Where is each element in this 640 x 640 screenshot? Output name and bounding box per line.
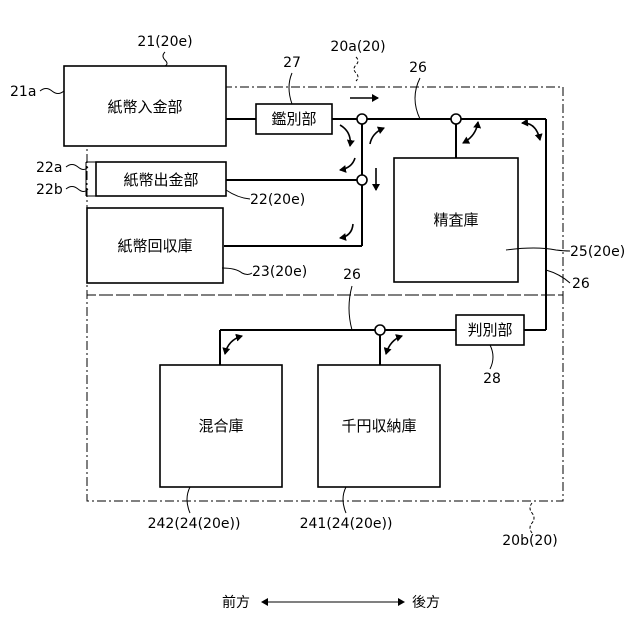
bill-output-label: 紙幣出金部	[123, 171, 198, 189]
direction-front-label: 前方	[222, 594, 250, 611]
junction-node	[451, 114, 461, 124]
bill-input-label: 紙幣入金部	[107, 98, 182, 116]
junction-node	[357, 114, 367, 124]
recognition-label: 鑑別部	[271, 110, 316, 128]
ref-bill-collection: 23(20e)	[252, 264, 307, 280]
bill-collection-label: 紙幣回収庫	[117, 237, 192, 255]
mixed-storage-label: 混合庫	[198, 417, 243, 435]
ref-transport-top: 26	[409, 60, 427, 76]
ref-yen1000: 241(24(20e))	[300, 516, 393, 532]
ref-upper-frame: 20a(20)	[330, 39, 385, 55]
ref-lower-frame: 20b(20)	[502, 533, 557, 549]
ref-bill-output: 22(20e)	[250, 192, 305, 208]
ref-discriminator: 28	[483, 371, 501, 387]
ref-bill-output-b: 22b	[36, 182, 63, 198]
ref-transport-right: 26	[572, 276, 590, 292]
junction-node	[357, 175, 367, 185]
ref-bill-output-a: 22a	[36, 160, 62, 176]
discriminator-label: 判別部	[467, 321, 512, 339]
ref-mixed: 242(24(20e))	[148, 516, 241, 532]
ref-recognition: 27	[283, 55, 301, 71]
ref-transport-mid: 26	[343, 267, 361, 283]
direction-back-label: 後方	[412, 595, 440, 611]
junction-node	[375, 325, 385, 335]
yen1000-storage-label: 千円収納庫	[341, 417, 416, 435]
ref-bill-input: 21(20e)	[137, 34, 192, 50]
inspection-label: 精査庫	[433, 211, 478, 229]
ref-bill-input-side: 21a	[10, 84, 36, 100]
ref-inspection: 25(20e)	[570, 244, 625, 260]
